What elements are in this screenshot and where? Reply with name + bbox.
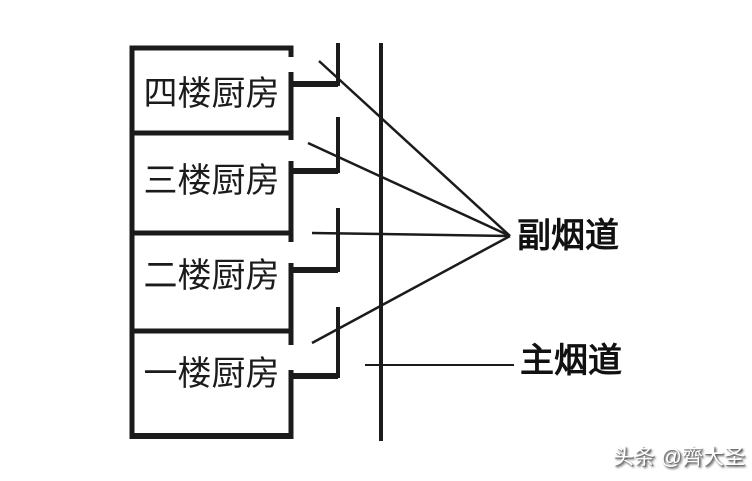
watermark: 头条 @齊大圣 — [612, 446, 745, 469]
secondary-duct-callout-line-1f — [311, 234, 511, 345]
floor-label-2f: 二楼厨房 — [143, 258, 280, 295]
floor-label-1f: 一楼厨房 — [143, 356, 280, 393]
secondary-duct-callout-line-2f — [311, 231, 511, 238]
secondary-duct-callout-line-3f — [307, 141, 511, 238]
floor-label-3f: 三楼厨房 — [143, 163, 280, 200]
main-duct-label: 主烟道 — [520, 343, 622, 380]
secondary-duct-label: 副烟道 — [517, 218, 619, 255]
floor-label-4f: 四楼厨房 — [143, 76, 280, 113]
secondary-duct-callout-line-4f — [318, 60, 511, 237]
